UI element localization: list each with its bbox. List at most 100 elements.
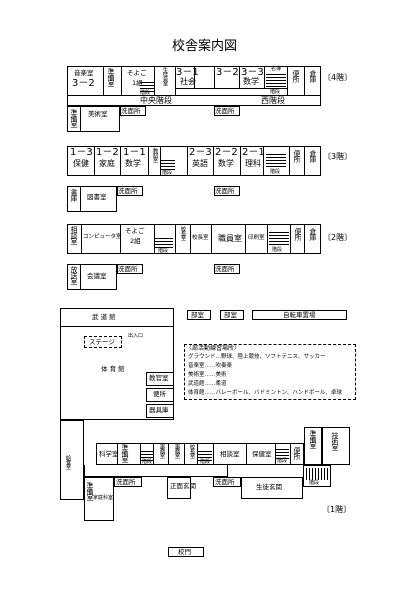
student-council: 生徒会室: [161, 67, 168, 85]
principal-1: 校長室: [188, 444, 195, 458]
stairs-1d: 階段: [309, 480, 320, 486]
library: 図書室: [87, 193, 107, 201]
stairs-1b: 階段: [200, 459, 211, 465]
student-entrance: 生徒玄関: [256, 483, 282, 491]
toilet-1: 便所: [293, 447, 301, 459]
storage-4: 倉庫: [309, 70, 317, 82]
gym-entrance: 出入口: [128, 333, 144, 339]
stairs-1c: 階段: [277, 458, 288, 464]
toilet-3: 便所: [293, 150, 301, 162]
class-1-3: 1－3: [70, 147, 93, 158]
clerical-room: 事務室: [158, 444, 165, 458]
center-stairs: 中央階段: [140, 96, 172, 105]
lunch-room: 給食室: [64, 455, 71, 469]
club-line-2: 音楽室……吹奏楽: [188, 363, 233, 369]
soyogi-2: そよご: [125, 227, 145, 235]
computer-room: コンピュータ室: [83, 234, 122, 240]
page-title: 校舎案内図: [172, 39, 238, 54]
tech-room: 技術室: [331, 432, 339, 450]
club-legend: [184, 344, 356, 400]
class-3-1-sub: 社会: [180, 77, 196, 86]
print-room: 印刷室: [248, 235, 265, 241]
soyogi-class-2: 2組: [130, 237, 141, 245]
prep-room-1b: 準備室: [309, 430, 317, 448]
class-1-2: 1－2: [96, 147, 119, 158]
prep-room-4b: 準備室: [70, 109, 78, 127]
gymnasium: 体 育 館: [101, 365, 125, 373]
wash-3b: 洗面所: [215, 187, 235, 195]
class-1-3-sub: 保健: [73, 159, 89, 168]
floor-4-label: 〔4階〕: [323, 73, 353, 82]
staff-room: 職員室: [218, 234, 242, 243]
club-line-1: グラウンド…野球、陸上競技、ソフトテニス、サッカー: [188, 354, 326, 360]
floor-1-label: 〔1階〕: [322, 505, 352, 514]
storage-2: 倉庫: [309, 228, 317, 240]
west-stairs: 西階段: [261, 96, 285, 105]
club-line-3: 美術室……美術: [188, 372, 227, 378]
principal-room: 校長室: [192, 235, 209, 241]
instructor-room: 教官室: [149, 374, 169, 382]
class-1-1: 1－1: [123, 147, 146, 158]
class-2-2: 2－2: [215, 147, 238, 158]
prep-room-1c: 準備室: [86, 482, 94, 500]
wash-1b: 洗面所: [215, 478, 235, 486]
class-2-2-sub: 数学: [218, 159, 234, 168]
club-room-2: 部室: [224, 311, 237, 319]
class-3-1: 3－1: [176, 67, 199, 78]
class-3-3: 3－3: [241, 67, 264, 78]
floor-3-label: 〔3階〕: [323, 152, 353, 161]
counseling-1: 相談室: [220, 450, 240, 458]
broadcast-room: 放送室: [70, 266, 78, 284]
wash-4a: 洗面所: [121, 107, 141, 115]
stairs-3b: 階段: [270, 169, 281, 175]
budokan: 武 道 館: [92, 313, 116, 321]
counseling-2: 相談室: [70, 226, 78, 244]
bicycle-parking: 自転車置場: [283, 311, 316, 319]
class-1-2-sub: 家庭: [99, 159, 115, 168]
toilet-4: 便所: [292, 70, 300, 82]
class-2-1-sub: 理科: [245, 159, 261, 168]
class-2-1: 2－1: [242, 147, 265, 158]
music-room: 音楽室: [74, 69, 94, 77]
library-store: 書庫: [70, 189, 78, 201]
wash-3a: 洗面所: [118, 187, 138, 195]
stairs-1a: 階段: [142, 459, 153, 465]
wash-1a: 洗面所: [116, 478, 136, 486]
stairs-3a: 階段: [162, 170, 173, 176]
prep-room-4: 準備室: [107, 68, 115, 86]
name-list: 名簿: [271, 66, 282, 72]
meeting-room: 会議室: [87, 272, 107, 280]
main-entrance: 正面玄関: [170, 482, 196, 490]
home-ec-room: 家庭科室: [93, 495, 114, 501]
stage: ステージ: [89, 338, 115, 346]
class-3-2: 3－2: [216, 67, 239, 78]
toilet-2: 便所: [294, 228, 302, 240]
material-room: 教材室: [151, 148, 158, 162]
art-room: 美術室: [88, 110, 108, 118]
club-line-4: 武道館……柔道: [188, 381, 227, 387]
storage-3: 倉庫: [309, 150, 317, 162]
stairs-2b: 階段: [272, 247, 283, 253]
class-3-3-sub: 数学: [243, 77, 259, 86]
club-heading: 〈部活動練習場所〉: [186, 345, 241, 352]
gym-toilet: 便所: [153, 390, 166, 398]
office: 事務室: [173, 444, 180, 458]
wash-2a: 洗面所: [118, 265, 138, 273]
science-room: 科学室: [99, 450, 119, 458]
class-1-1-sub: 数学: [125, 159, 141, 168]
class-2-3: 2－3: [189, 147, 212, 158]
stairs-4a: 階段: [140, 90, 151, 96]
wash-4b: 洗面所: [215, 107, 235, 115]
class-2-3-sub: 英語: [192, 159, 208, 168]
soyogi-4: そよご: [127, 69, 147, 77]
stairs-4b: 階段: [270, 89, 281, 95]
wash-2b: 洗面所: [215, 265, 235, 273]
club-line-5: 体育館……バレーボール、バドミントン、ハンドボール、卓球: [188, 390, 342, 396]
prep-room-1a: 準備室: [121, 444, 129, 462]
nurse-room: 保健室: [252, 450, 272, 458]
floor-2-label: 〔2階〕: [323, 233, 353, 242]
equipment-room: 器具庫: [149, 406, 169, 414]
school-gate: 校門: [178, 548, 191, 556]
music-class: 3－2: [72, 78, 95, 89]
soyogi-class-4: 1組: [132, 79, 143, 87]
